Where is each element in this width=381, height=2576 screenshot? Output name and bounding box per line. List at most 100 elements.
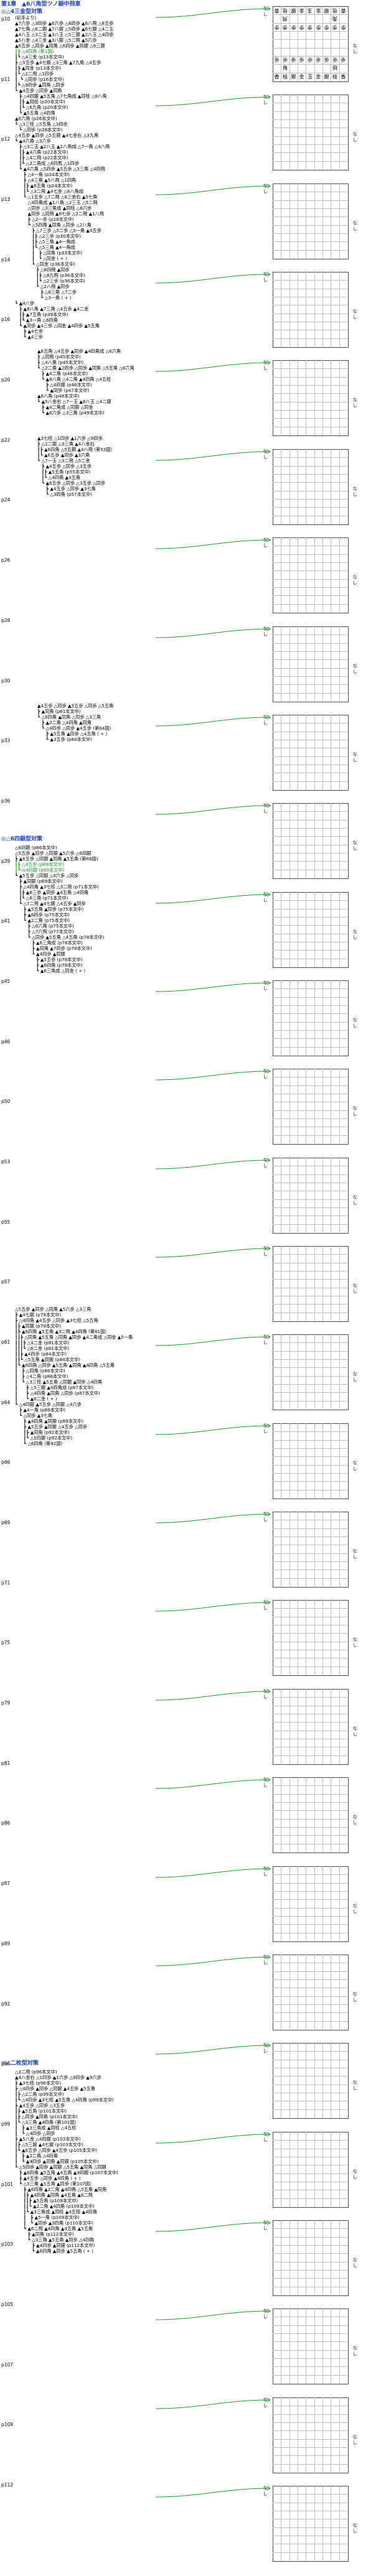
- grid-line: [273, 2236, 347, 2238]
- variation-line: ┃ ┗ ▲4四歩 ▲同角 ▲同銀 (p105本文中): [15, 2159, 99, 2164]
- grid-line: [289, 980, 290, 1055]
- grid-line: [273, 1254, 347, 1255]
- grid-line: [339, 980, 340, 1055]
- gote-hand: なし: [263, 95, 268, 105]
- grid-line: [314, 980, 315, 1055]
- board-grid: [273, 715, 349, 791]
- variation-line: ┗ △2二角 ▲2四歩 △同歩 ▲同角 △5五角 △6六角: [37, 365, 134, 371]
- grid-line: [322, 2397, 323, 2472]
- variation-line: ┃┣ ▲4六角 (p22本文中): [15, 149, 68, 155]
- grid-line: [273, 2463, 347, 2465]
- shogi-board: なしなし: [254, 2482, 376, 2567]
- link-arrow: [155, 1868, 271, 1878]
- variation-line: ┃┗ ◎4四銀 (p69本文中): [15, 867, 65, 873]
- grid-line: [322, 1423, 323, 1498]
- gote-hand: なし: [263, 360, 268, 371]
- gote-hand: なし: [263, 1246, 268, 1257]
- link-arrow: [155, 8, 271, 18]
- sente-hand: なし: [352, 752, 357, 763]
- shogi-piece: 歩: [316, 24, 321, 30]
- grid-line: [273, 988, 347, 990]
- sente-hand: なし: [352, 1283, 357, 1294]
- grid-line: [273, 1038, 347, 1039]
- variation-line: ┃┗ ▲6五歩 △同歩 ▲4五歩 (p105本文中): [15, 2147, 98, 2153]
- board-grid: [273, 803, 349, 879]
- grid-line: [314, 2043, 315, 2118]
- grid-line: [273, 507, 347, 508]
- variation-line: ┗ ▲同歩 (p47本文中): [37, 388, 90, 393]
- variation-line: ┃┣ △5三角 ▲4一角成: [15, 239, 75, 244]
- page-number-label: p39: [1, 858, 11, 864]
- board-grid: [273, 360, 349, 436]
- gote-hand: なし: [263, 1069, 268, 1079]
- grid-line: [289, 449, 290, 524]
- grid-line: [322, 272, 323, 346]
- grid-line: [273, 1899, 347, 1900]
- sente-hand: なし: [352, 1018, 357, 1028]
- shogi-piece: 桂: [282, 73, 288, 80]
- sente-hand: なし: [352, 44, 357, 54]
- shogi-piece: 歩: [299, 57, 304, 63]
- variation-line: ▲5八金 △4三金 ▲3八銀 △5二飛 ▲5六歩: [15, 37, 97, 43]
- link-arrow: [155, 274, 271, 284]
- variation-line: ┃┗ ▲6五歩 ▲同歩 ▲3六角: [37, 452, 90, 458]
- variation-line: ┣ ▲6三角成 (p78本文中): [15, 940, 83, 946]
- variation-line: ┃┣ ▲同桂 (p20本文中): [15, 99, 65, 105]
- variation-line: ┣ ▲6四歩 (p75本文中): [15, 912, 70, 918]
- link-arrow: [155, 2399, 271, 2409]
- variation-line: ┃┗ ▲3三角成 ▲同桂 ▲4五桂 ▲4四角: [15, 2209, 98, 2215]
- page-number-label: p69: [1, 1520, 11, 1525]
- grid-line: [273, 1907, 347, 1909]
- link-arrow: [155, 539, 271, 549]
- board-grid: [273, 1866, 349, 1942]
- grid-line: [289, 1955, 290, 2029]
- shogi-board: なしなし: [254, 1420, 376, 1504]
- grid-line: [273, 1005, 347, 1006]
- variation-line: ┃ ┣ △4二角 (p86本文中): [15, 1374, 68, 1379]
- grid-line: [273, 368, 347, 370]
- grid-line: [273, 498, 347, 500]
- grid-line: [314, 2220, 315, 2295]
- page-number-label: p109: [1, 2422, 14, 2427]
- variation-line: ┃┃┗ △5五角 ▲同銀 (p84本文中): [15, 1357, 81, 1362]
- grid-line: [314, 2132, 315, 2206]
- link-arrow: [155, 1514, 271, 1523]
- grid-line: [289, 2486, 290, 2560]
- variation-line: ┣ ▲6四角 ▲2二角 ▲4四角 △5五角 ▲同角: [15, 2187, 107, 2192]
- grid-line: [273, 692, 347, 694]
- grid-line: [273, 1874, 347, 1876]
- variation-line: ┃┣ △4二飛 (p22本文中): [15, 155, 68, 160]
- shogi-board: なしなし: [254, 1508, 376, 1593]
- shogi-piece: 飛: [332, 65, 337, 72]
- grid-line: [273, 1118, 347, 1119]
- gote-hand: なし: [263, 2132, 268, 2142]
- grid-line: [339, 184, 340, 258]
- page-number-label: p13: [1, 197, 11, 202]
- grid-line: [289, 626, 290, 701]
- grid-line: [273, 1207, 347, 1208]
- grid-line: [273, 643, 347, 644]
- grid-line: [273, 55, 347, 57]
- variation-line: ┃ ┣ △同角 (p33本文中): [15, 250, 83, 256]
- shogi-board: なしなし: [254, 356, 376, 441]
- grid-line: [314, 1689, 315, 1764]
- page-number-label: p28: [1, 618, 11, 623]
- variation-line: ┗ △3三角 ▲5五角 ▲同歩 (第107図): [15, 2181, 92, 2187]
- sente-hand: なし: [352, 1106, 357, 1117]
- grid-line: [322, 1777, 323, 1852]
- grid-line: [273, 861, 347, 862]
- grid-line: [273, 2020, 347, 2022]
- page-number-label: p99: [1, 2121, 11, 2127]
- board-grid: [273, 1955, 349, 2030]
- grid-line: [314, 184, 315, 258]
- board-grid: [273, 2043, 349, 2119]
- link-arrow: [155, 1779, 271, 1789]
- variation-line: ┣ △8三角 △7二歩: [15, 289, 77, 295]
- variation-line: (初手より): [15, 15, 37, 21]
- grid-line: [273, 1553, 347, 1554]
- shogi-piece: 桂: [332, 73, 337, 80]
- link-arrow: [155, 1691, 271, 1701]
- grid-line: [273, 684, 347, 686]
- variation-line: ┣ △2一歩 (p28本文中): [15, 216, 74, 222]
- variation-line: ┗ ▲5五角 △4四角: [15, 110, 55, 116]
